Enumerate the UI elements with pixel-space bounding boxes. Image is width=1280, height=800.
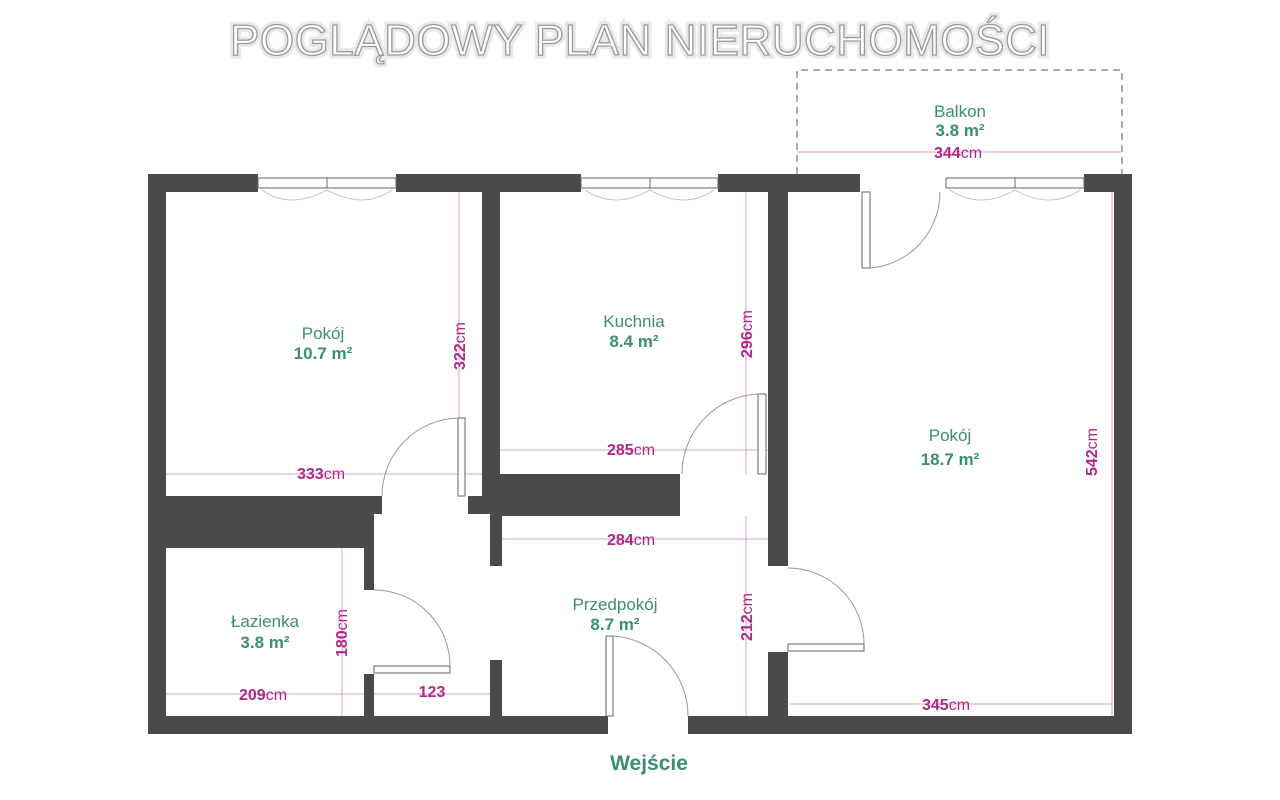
door-entrance-leaf bbox=[605, 635, 614, 717]
dim-kuchnia-height: 296cm bbox=[739, 310, 756, 358]
room-labels: Pokój 10.7 m² Kuchnia 8.4 m² Pokój 18.7 … bbox=[231, 102, 986, 652]
dim-pokoj-right-height: 542cm bbox=[1084, 428, 1101, 476]
dim-balkon-width: 344cm bbox=[934, 145, 982, 162]
door-balkon-arc bbox=[869, 191, 941, 269]
dim-lazienka-width: 209cm bbox=[239, 687, 287, 704]
balcony-outline bbox=[796, 69, 1123, 174]
door-pokoj-right-arc bbox=[787, 567, 865, 645]
door-entrance-arc bbox=[612, 635, 689, 717]
door-lazienka-arc bbox=[373, 589, 451, 667]
wall-bottom-right bbox=[688, 716, 1132, 734]
dim-kuchnia-width: 285cm bbox=[607, 442, 655, 459]
room-balkon-area: 3.8 m² bbox=[935, 121, 984, 140]
room-pokoj-left-area: 10.7 m² bbox=[294, 344, 353, 363]
wall-kuchnia-pokoj-mid bbox=[768, 486, 788, 566]
dim-pokoj-right-width: 345cm bbox=[922, 697, 970, 714]
wall-top-3 bbox=[718, 174, 860, 192]
title-group: POGLĄDOWY PLAN NIERUCHOMOŚCI POGLĄDOWY P… bbox=[227, 11, 1054, 69]
room-lazienka-name: Łazienka bbox=[231, 612, 300, 631]
wall-top-2 bbox=[396, 174, 581, 192]
room-kuchnia-name: Kuchnia bbox=[603, 312, 665, 331]
door-pokoj-right-leaf bbox=[787, 643, 865, 652]
room-przedpokoj-name: Przedpokój bbox=[572, 595, 657, 614]
door-kuchnia-leaf bbox=[757, 393, 767, 475]
wall-bath-right-lower bbox=[364, 674, 374, 718]
wall-bottom-left bbox=[148, 716, 608, 734]
door-pokoj-left-leaf bbox=[457, 417, 466, 497]
room-kuchnia-area: 8.4 m² bbox=[609, 332, 658, 351]
wall-top-1 bbox=[148, 174, 258, 192]
dim-hall-small: 123 bbox=[419, 684, 446, 701]
door-pokoj-left-arc bbox=[381, 417, 459, 497]
wall-left bbox=[148, 174, 166, 734]
room-pokoj-left-name: Pokój bbox=[302, 324, 345, 343]
dimension-labels: 344cm 322cm 333cm 296cm 285cm 542cm 345c… bbox=[239, 145, 1101, 714]
dim-hall-height: 212cm bbox=[739, 593, 756, 641]
wall-kuchnia-pokoj-upper bbox=[768, 192, 788, 486]
walls bbox=[148, 174, 1132, 734]
entrance-label: Wejście bbox=[610, 752, 688, 775]
windows bbox=[257, 177, 1085, 201]
door-balkon-leaf bbox=[861, 191, 871, 269]
wall-below-pokoj-left-stub bbox=[468, 496, 500, 514]
door-kuchnia-arc bbox=[681, 393, 759, 475]
dim-lazienka-height: 180cm bbox=[334, 609, 351, 657]
page-title-glow: POGLĄDOWY PLAN NIERUCHOMOŚCI bbox=[230, 14, 1050, 65]
dim-pokoj-left-width: 333cm bbox=[297, 466, 345, 483]
room-lazienka-area: 3.8 m² bbox=[240, 633, 289, 652]
room-pokoj-right-area: 18.7 m² bbox=[921, 450, 980, 469]
dim-pokoj-left-height: 322cm bbox=[452, 322, 469, 370]
wall-pokoj-kuchnia bbox=[482, 192, 500, 496]
door-lazienka-leaf bbox=[373, 665, 451, 674]
wall-hall-stub-lower bbox=[490, 660, 502, 718]
wall-below-kuchnia bbox=[500, 474, 680, 516]
wall-hall-stub-upper bbox=[490, 514, 502, 566]
room-pokoj-right-name: Pokój bbox=[929, 426, 972, 445]
room-balkon-name: Balkon bbox=[934, 102, 986, 121]
dim-hall-width: 284cm bbox=[607, 532, 655, 549]
wall-below-pokoj-left bbox=[166, 496, 382, 514]
wall-hall-pokoj-lower bbox=[768, 652, 788, 718]
wall-block-bath-top bbox=[166, 514, 374, 548]
wall-right bbox=[1114, 174, 1132, 734]
page-title: POGLĄDOWY PLAN NIERUCHOMOŚCI bbox=[230, 14, 1050, 65]
window-pokoj-left-arc bbox=[261, 189, 393, 201]
room-przedpokoj-area: 8.7 m² bbox=[590, 615, 639, 634]
doors bbox=[373, 191, 941, 717]
window-pokoj-right-arc bbox=[949, 189, 1081, 201]
window-kuchnia-arc bbox=[584, 189, 715, 201]
wall-bath-right-upper bbox=[364, 514, 374, 590]
dimension-lines bbox=[166, 151, 1122, 719]
